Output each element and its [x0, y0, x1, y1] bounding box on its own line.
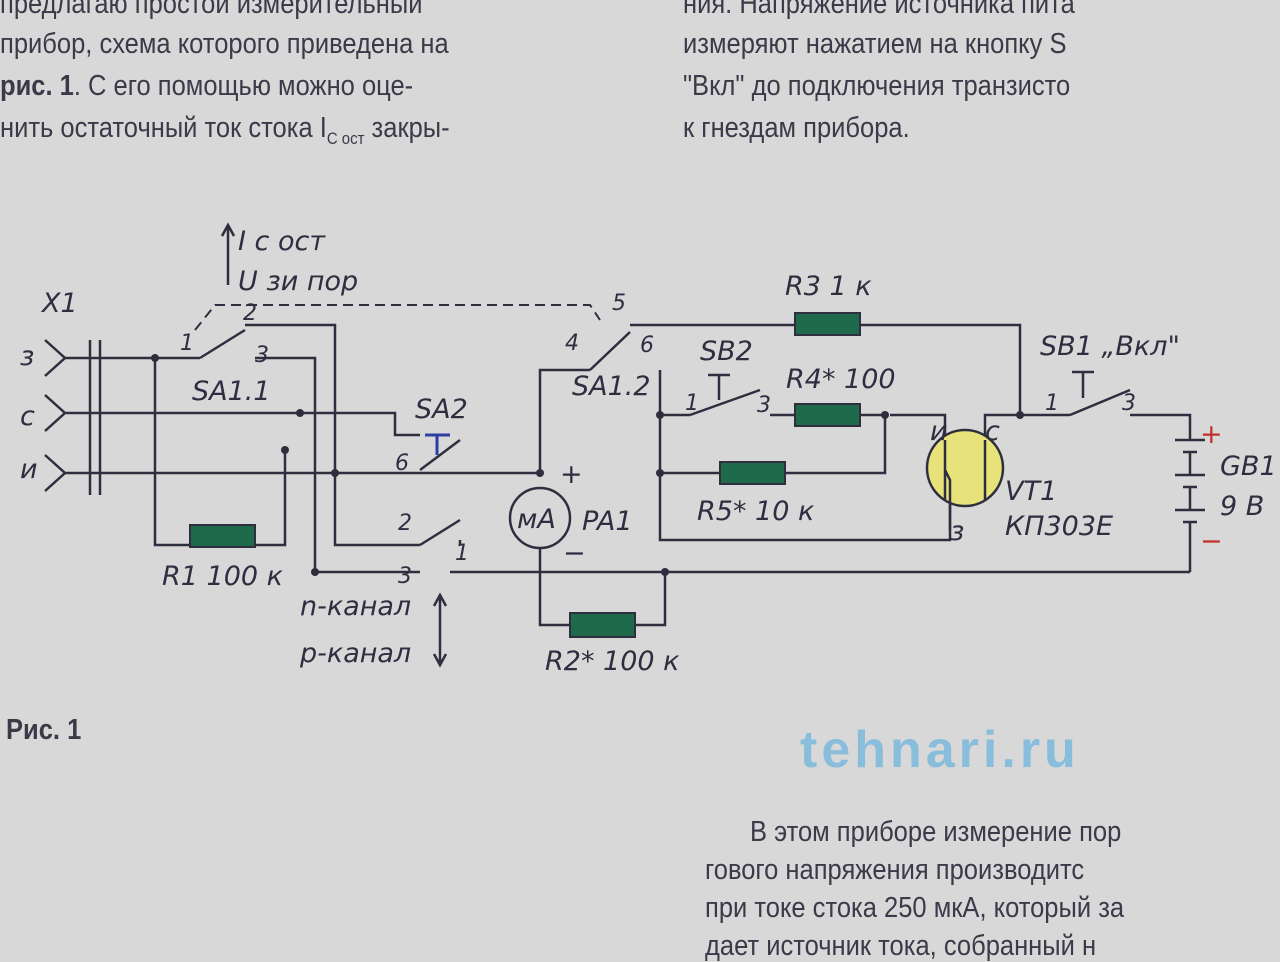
sa2-label: SA2	[415, 394, 468, 425]
p-channel-label: p-канал	[299, 638, 411, 669]
r3-label: R3 1 к	[785, 271, 872, 302]
figure-caption: Рис. 1	[6, 714, 82, 746]
drain-pin: с	[985, 416, 1000, 447]
pin-number: 1	[685, 391, 699, 416]
text-part: закры-	[364, 112, 450, 144]
resistor-r1	[189, 524, 256, 548]
pin-number: 2	[398, 511, 412, 536]
text-line: В этом приборе измерение пор	[750, 816, 1122, 848]
text-part: нить остаточный ток стока I	[0, 112, 327, 144]
battery-minus: −	[1200, 526, 1223, 557]
vt1-type: КП303Е	[1005, 511, 1113, 542]
sb2-label: SB2	[700, 336, 753, 367]
text-line: гового напряжения производитс	[705, 854, 1085, 886]
pin-number: 6	[640, 333, 654, 358]
gb1-voltage: 9 В	[1220, 491, 1264, 522]
pin-number: 1	[180, 331, 194, 356]
text-line: нить остаточный ток стока IС ост закры-	[0, 112, 450, 147]
r2-label: R2* 100 к	[545, 646, 680, 677]
pin-c: с	[20, 401, 35, 432]
meter-label: мА	[517, 504, 556, 535]
text-line: предлагаю простой измерительный	[0, 0, 423, 20]
resistor-r3	[794, 312, 861, 336]
resistor-r5	[719, 461, 786, 485]
pin-number: 5	[612, 291, 626, 316]
uz-label: U зи пор	[238, 266, 358, 297]
source-pin: и	[930, 416, 948, 447]
milliammeter-pa1	[508, 486, 572, 550]
text-line: рис. 1. С его помощью можно оце-	[0, 70, 414, 102]
gb1-label: GB1	[1220, 451, 1277, 482]
n-channel-label: n-канал	[300, 591, 411, 622]
sb1-label: SB1 „Вкл"	[1040, 331, 1180, 362]
pin-z: з	[20, 341, 34, 372]
pin-number: 4	[565, 331, 579, 356]
r4-label: R4* 100	[786, 364, 896, 395]
subscript: С ост	[326, 128, 365, 148]
pa1-label: PA1	[582, 506, 633, 537]
text-line: к гнездам прибора.	[683, 112, 910, 144]
text-line: "Вкл" до подключения транзисто	[683, 70, 1071, 102]
watermark: tehnari.ru	[800, 721, 1080, 779]
r1-label: R1 100 к	[162, 561, 284, 592]
pin-i: и	[20, 454, 38, 485]
pin-number: 1	[455, 541, 469, 566]
sa11-label: SA1.1	[192, 376, 271, 407]
meter-plus: +	[560, 459, 583, 490]
r5-label: R5* 10 к	[697, 496, 815, 527]
x1-label: X1	[40, 288, 78, 319]
pin-number: 3	[757, 393, 771, 418]
pin-number: 2	[243, 301, 257, 326]
pin-number: 3	[1122, 391, 1136, 416]
text-line: ния. Напряжение источника пита	[683, 0, 1075, 20]
meter-minus: −	[563, 538, 586, 569]
resistor-r4	[794, 403, 861, 427]
vt1-label: VT1	[1005, 476, 1057, 507]
pin-number: 6	[395, 451, 409, 476]
battery-plus: +	[1200, 419, 1223, 450]
text-line: при токе стока 250 мкА, который за	[705, 892, 1125, 924]
resistor-r2	[569, 612, 636, 638]
sa12-label: SA1.2	[572, 371, 651, 402]
pin-number: 3	[398, 564, 412, 589]
battery-gb1	[1175, 430, 1205, 545]
pin-number: 3	[255, 343, 269, 368]
text-line: прибор, схема которого приведена на	[0, 28, 449, 60]
text-line: дает источник тока, собранный н	[705, 930, 1097, 962]
ic-label: I c ост	[238, 226, 326, 257]
pin-number: 1	[1045, 391, 1059, 416]
text-line: измеряют нажатием на кнопку S	[683, 28, 1067, 60]
gate-pin: з	[950, 516, 964, 547]
